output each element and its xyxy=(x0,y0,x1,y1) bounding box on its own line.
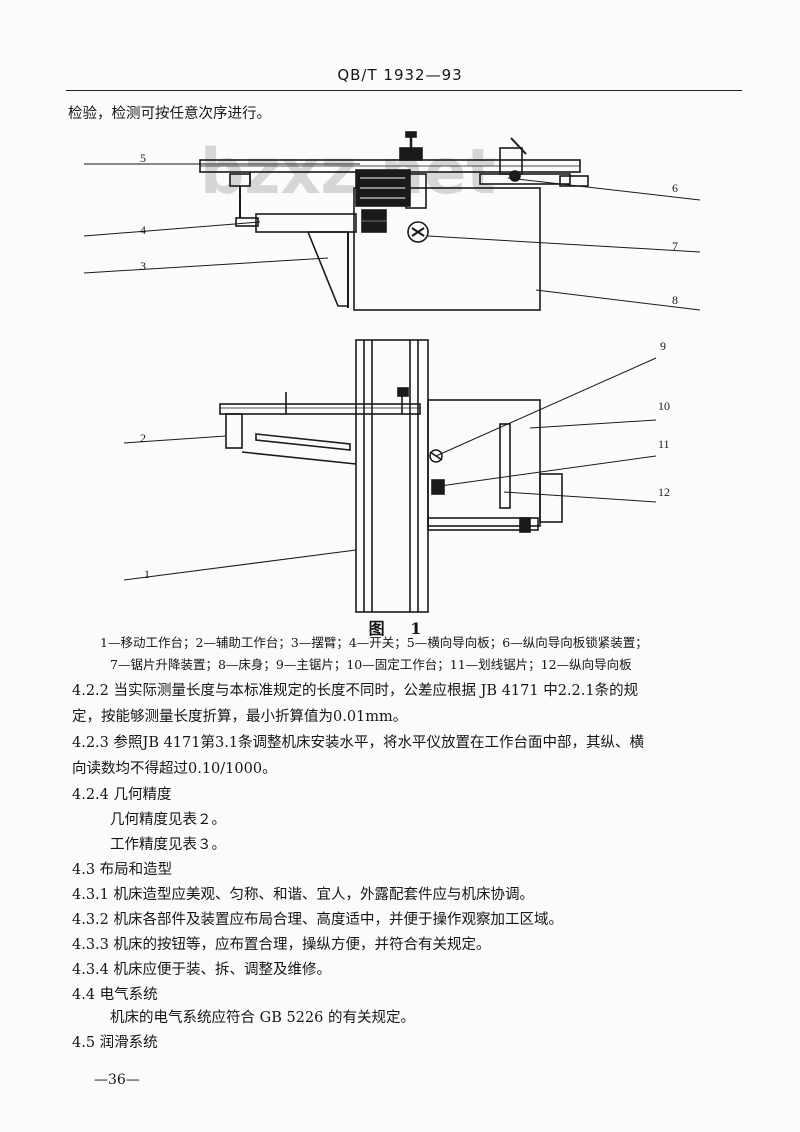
header-rule xyxy=(66,90,742,91)
callout-4: 4 xyxy=(140,223,146,237)
fixed-table xyxy=(427,399,541,527)
clause-4-3-4: 4.3.4 机床应便于装、拆、调整及维修。 xyxy=(72,962,332,978)
figure-legend-line-1: 1—移动工作台；2—辅助工作台；3—摆臂；4—开关；5—横向导向板；6—纵向导向… xyxy=(100,635,648,650)
callout-2: 2 xyxy=(140,431,146,445)
clause-4-2-4-geometric: 几何精度见表２。 xyxy=(110,812,226,828)
callout-12: 12 xyxy=(658,485,670,499)
callout-11: 11 xyxy=(658,437,670,451)
callout-9: 9 xyxy=(660,339,666,353)
clause-4-4-text: 机床的电气系统应符合 GB 5226 的有关规定。 xyxy=(110,1010,415,1026)
side-elevation-view xyxy=(83,131,701,311)
plan-view xyxy=(123,339,657,613)
callout-5: 5 xyxy=(140,151,146,165)
clause-4-2-2-line-1: 4.2.2 当实际测量长度与本标准规定的长度不同时，公差应根据 JB 4171 … xyxy=(72,683,639,699)
clause-4-5-heading: 4.5 润滑系统 xyxy=(72,1035,158,1051)
page-number: —36— xyxy=(94,1072,140,1088)
callout-8: 8 xyxy=(672,293,678,307)
intro-text: 检验，检测可按任意次序进行。 xyxy=(68,106,271,122)
clause-4-3-heading: 4.3 布局和造型 xyxy=(72,862,173,878)
callout-10: 10 xyxy=(658,399,670,413)
clause-4-3-2: 4.3.2 机床各部件及装置应布局合理、高度适中，并便于操作观察加工区域。 xyxy=(72,912,564,928)
clause-4-4-heading: 4.4 电气系统 xyxy=(72,987,158,1003)
clause-4-2-3-line-1: 4.2.3 参照JB 4171第3.1条调整机床安装水平，将水平仪放置在工作台面… xyxy=(72,735,645,751)
clause-4-2-3-line-2: 向读数均不得超过0.10/1000。 xyxy=(72,761,277,777)
figure-caption: 图 1 xyxy=(368,619,432,638)
callout-7: 7 xyxy=(672,239,678,253)
standard-code-header: QB/T 1932—93 xyxy=(337,66,463,84)
callout-1: 1 xyxy=(144,567,150,581)
machine-bed xyxy=(353,187,541,311)
clause-4-2-4-heading: 4.2.4 几何精度 xyxy=(72,787,172,803)
clause-4-3-1: 4.3.1 机床造型应美观、匀称、和谐、宜人，外露配套件应与机床协调。 xyxy=(72,887,535,903)
clause-4-2-2-line-2: 定，按能够测量长度折算，最小折算值为0.01mm。 xyxy=(72,709,408,725)
figure-legend-line-2: 7—锯片升降装置；8—床身；9—主锯片；10—固定工作台；11—划线锯片；12—… xyxy=(110,657,632,672)
clause-4-2-4-working: 工作精度见表３。 xyxy=(110,837,226,853)
callout-6: 6 xyxy=(672,181,678,195)
machine-figure: bzxz.net xyxy=(83,131,701,613)
clause-4-3-3: 4.3.3 机床的按钮等，应布置合理，操纵方便，并符合有关规定。 xyxy=(72,937,491,953)
callout-3: 3 xyxy=(140,259,146,273)
